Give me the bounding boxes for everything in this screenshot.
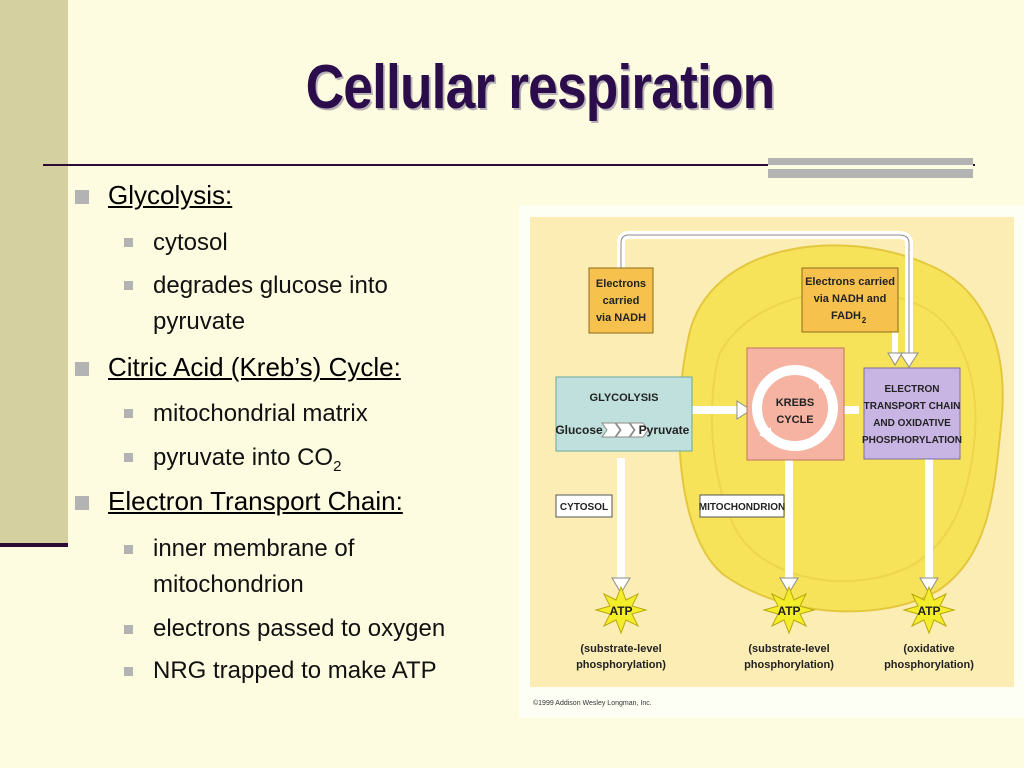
pyruvate-arrow-head	[736, 400, 752, 420]
glucose-label: Glucose	[555, 423, 603, 437]
atp-note-2-line2: phosphorylation)	[744, 659, 834, 671]
item-inner-membrane: inner membrane of mitochondrion	[153, 535, 355, 598]
sub-bullet-icon	[124, 281, 133, 290]
left-sidebar-bar	[0, 0, 68, 545]
etc-label-line4: PHOSPHORYLATION	[862, 435, 962, 446]
title-rule	[43, 164, 975, 166]
electrons-nadh-line2: carried	[603, 295, 640, 307]
chevron-arrow-icon	[615, 422, 635, 438]
bullet-list: Glycolysis: cytosol degrades glucose int…	[75, 180, 446, 684]
cytosol-tag	[555, 494, 613, 518]
electrons-fadh-line2: via NADH and	[814, 293, 887, 305]
atp-label: ATP	[609, 604, 632, 618]
etc-label-line1: ELECTRON	[885, 384, 940, 395]
atp-note-1-line1: (substrate-level	[580, 643, 661, 655]
atp-note-2-line1: (substrate-level	[748, 643, 829, 655]
etc-label-line3: AND OXIDATIVE	[873, 418, 951, 429]
krebs-cycle-icon	[752, 365, 838, 451]
fadh-arrow-head	[887, 352, 903, 366]
chevron-arrow-icon	[601, 422, 621, 438]
atp-star-krebs: ATP	[762, 585, 816, 635]
electron-transport-box	[863, 367, 961, 460]
item-degrades-glucose: degrades glucose into pyruvate	[153, 272, 388, 335]
heading-citric-acid-cycle: Citric Acid (Kreb’s) Cycle:	[108, 352, 401, 382]
mitochondrion-tag	[699, 494, 785, 518]
sub-bullet-icon	[124, 453, 133, 462]
sub-bullet-icon	[124, 625, 133, 634]
mitochondrion-label: MITOCHONDRION	[699, 502, 785, 513]
glycolysis-atp-arrow-head	[611, 577, 631, 594]
heading-glycolysis: Glycolysis:	[108, 180, 233, 210]
electrons-nadh-line3: via NADH	[596, 312, 646, 324]
etc-label-line2: TRANSPORT CHAIN	[864, 401, 961, 412]
item-mitochondrial-matrix: mitochondrial matrix	[153, 400, 368, 427]
item-nrg-to-atp: NRG trapped to make ATP	[153, 657, 437, 684]
electrons-nadh-fadh-box	[801, 267, 899, 333]
chevron-arrow-icon	[629, 422, 649, 438]
atp-note-3-line1: (oxidative	[903, 643, 954, 655]
atp-star-etc: ATP	[902, 585, 956, 635]
heading-electron-transport-chain: Electron Transport Chain:	[108, 486, 403, 516]
respiration-figure: Electrons carried via NADH Electrons car…	[519, 205, 1024, 718]
sub-bullet-icon	[124, 545, 133, 554]
pyruvate-label: Pyruvate	[639, 423, 690, 437]
glycolysis-label: GLYCOLYSIS	[590, 392, 659, 404]
electrons-nadh-line1: Electrons	[596, 278, 646, 290]
atp-starburst-icon	[902, 585, 956, 635]
cycle-arrow-icon	[819, 375, 831, 389]
atp-label: ATP	[777, 604, 800, 618]
title-rule-accent-gap	[768, 165, 973, 169]
top-loop-arrow-outline	[620, 234, 910, 355]
bullet-square-icon	[75, 496, 89, 510]
krebs-label-line2: CYCLE	[776, 414, 813, 426]
co2-subscript: 2	[333, 457, 342, 475]
fadh-subscript: 2	[862, 316, 867, 325]
atp-label: ATP	[917, 604, 940, 618]
atp-star-glycolysis: ATP	[594, 585, 648, 635]
figure-copyright: ©1999 Addison Wesley Longman, Inc.	[533, 699, 652, 707]
slide-title: Cellular respiration	[305, 53, 776, 122]
etc-arrow-head	[899, 352, 919, 368]
item-pyruvate-co2-text: pyruvate into CO	[153, 444, 334, 471]
bullet-square-icon	[75, 362, 89, 376]
etc-atp-arrow-head	[919, 577, 939, 594]
sub-bullet-icon	[124, 238, 133, 247]
sub-bullet-icon	[124, 409, 133, 418]
atp-note-1-line2: phosphorylation)	[576, 659, 666, 671]
bullet-square-icon	[75, 190, 89, 204]
electrons-fadh-line3: FADH	[831, 310, 861, 322]
item-cytosol: cytosol	[153, 229, 228, 256]
atp-starburst-icon	[594, 585, 648, 635]
electrons-nadh-box	[588, 267, 654, 334]
respiration-diagram: Electrons carried via NADH Electrons car…	[530, 217, 1014, 707]
krebs-atp-arrow-head	[779, 577, 799, 594]
atp-starburst-icon	[762, 585, 816, 635]
glycolysis-box	[555, 376, 693, 452]
cycle-arrow-icon	[759, 427, 771, 441]
item-pyruvate-co2: pyruvate into CO2	[153, 440, 341, 485]
atp-note-3-line2: phosphorylation)	[884, 659, 974, 671]
sub-bullet-icon	[124, 667, 133, 676]
item-electrons-to-oxygen: electrons passed to oxygen	[153, 615, 446, 642]
cytosol-label: CYTOSOL	[560, 502, 608, 513]
electrons-fadh-line1: Electrons carried	[805, 276, 895, 288]
krebs-label-line1: KREBS	[776, 397, 815, 409]
sidebar-divider	[0, 543, 68, 547]
